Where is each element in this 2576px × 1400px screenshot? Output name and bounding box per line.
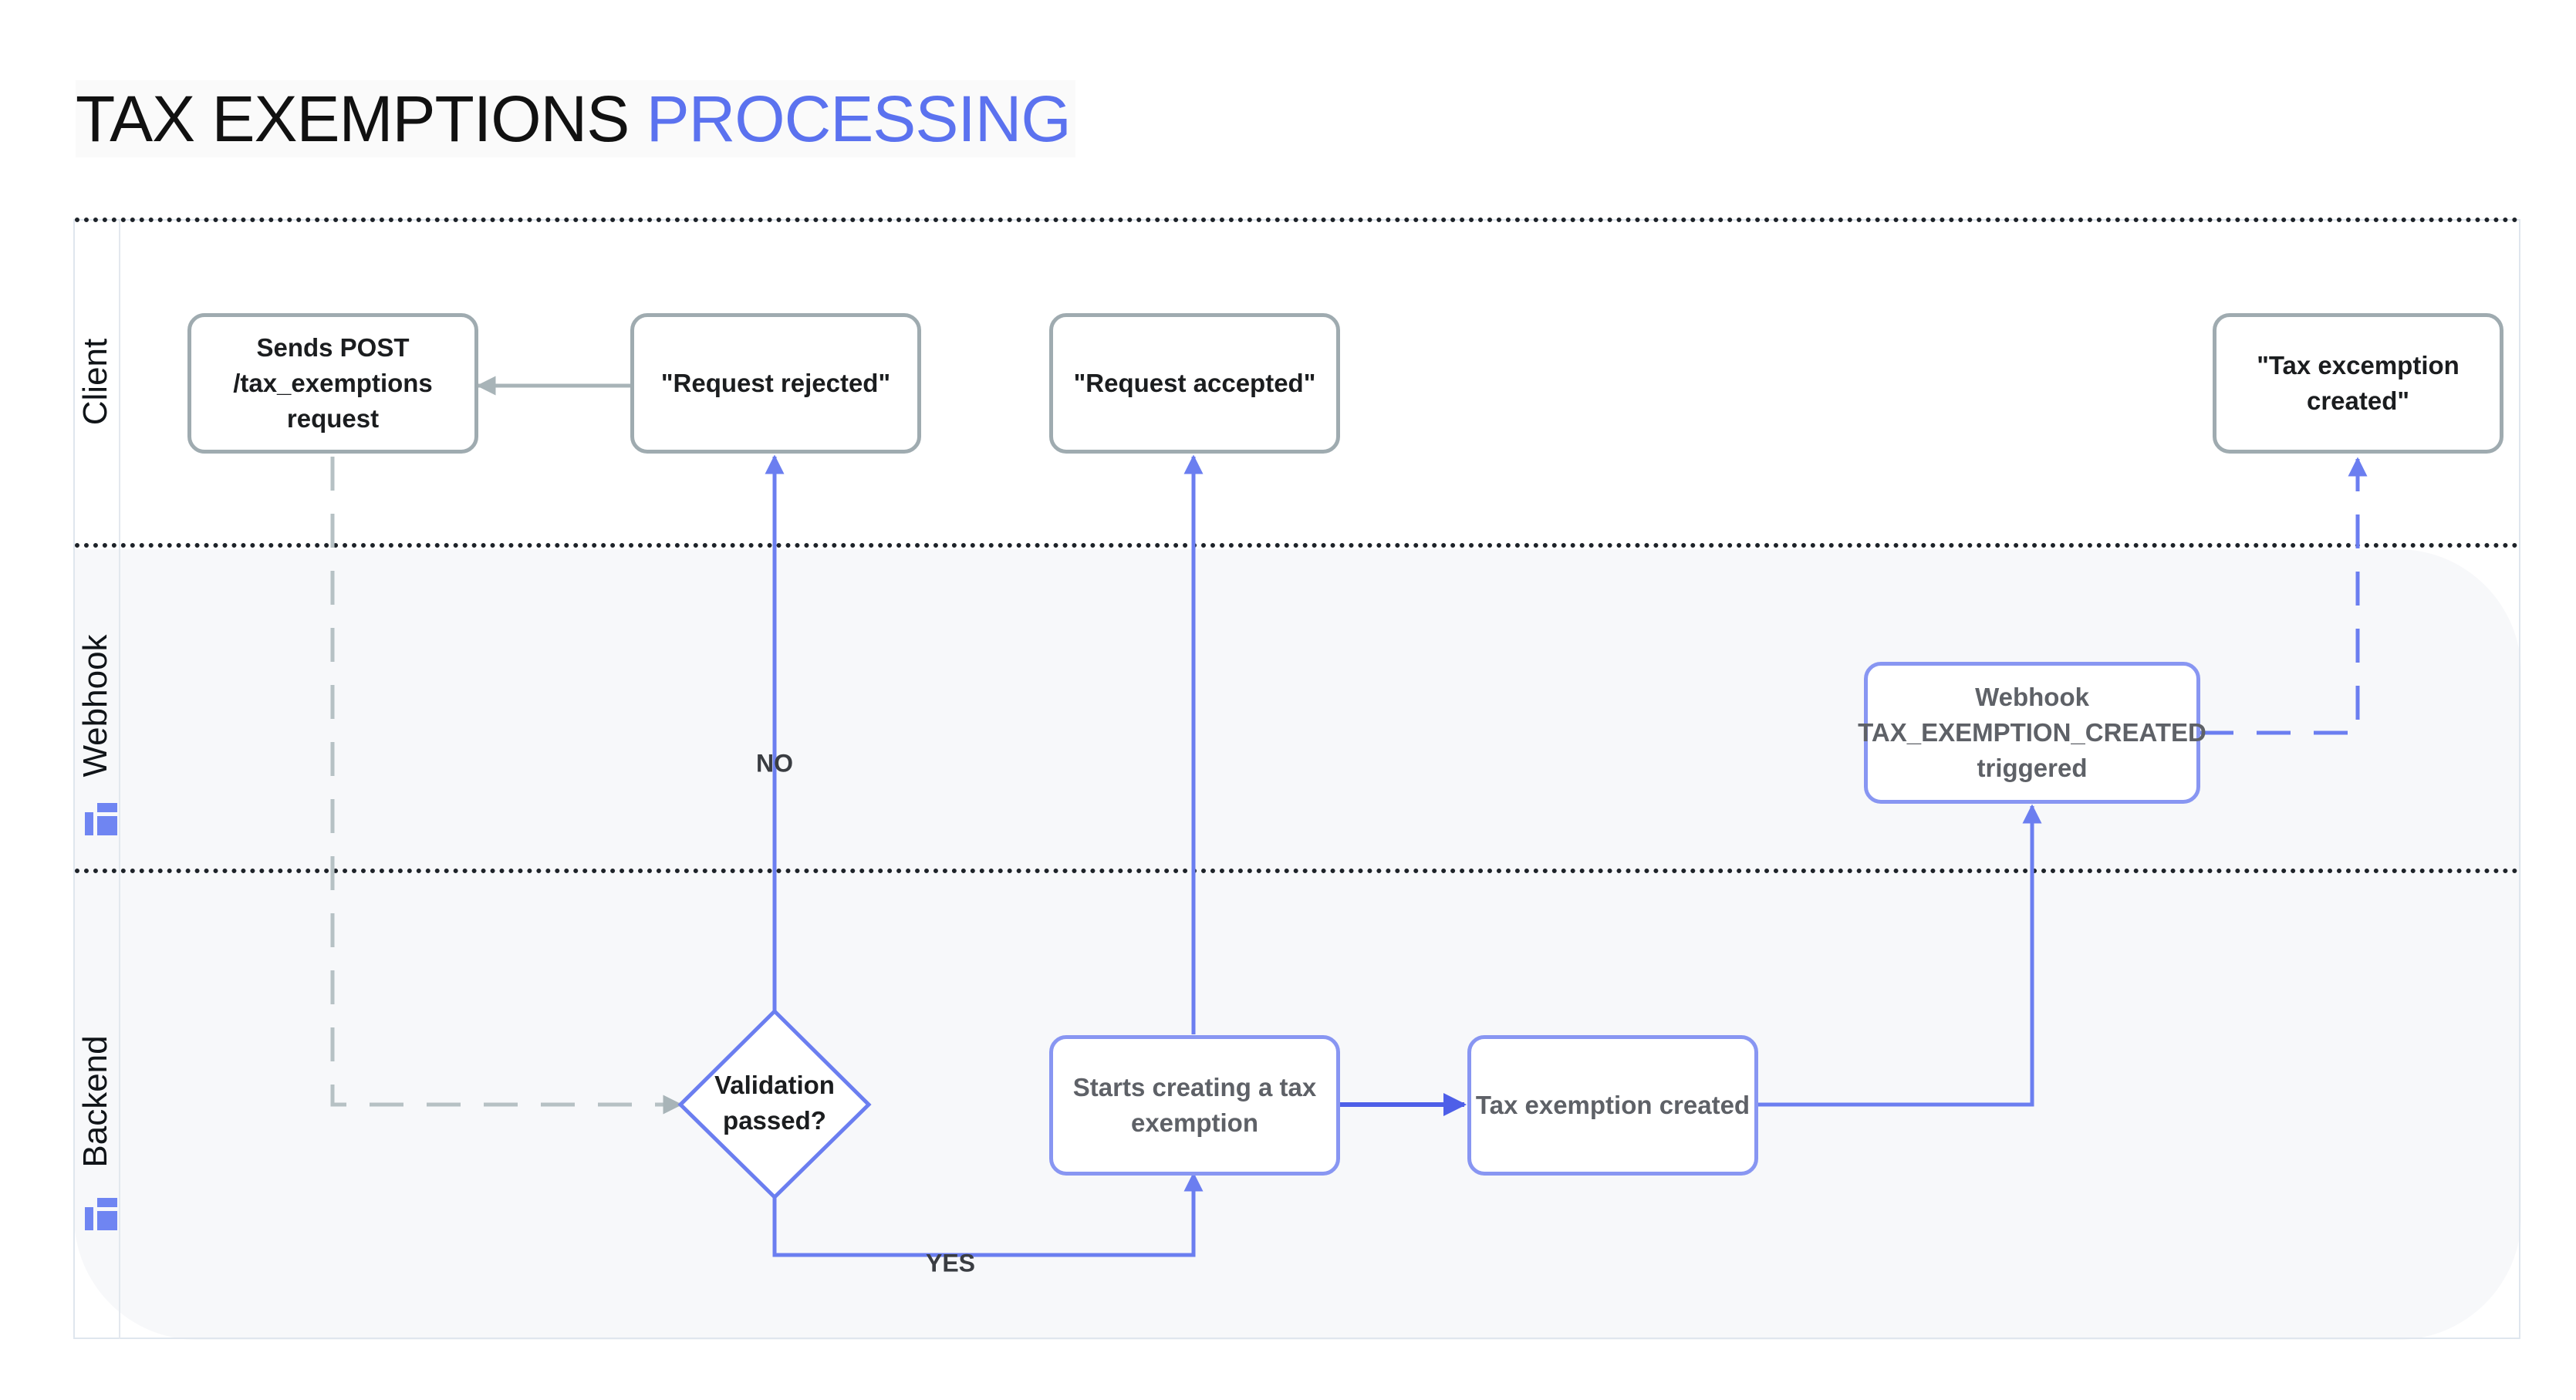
- node-validation: Validation passed?: [697, 1068, 852, 1139]
- edge-label-no: NO: [756, 749, 793, 778]
- lane-label-divider: [119, 219, 120, 1339]
- node-validation-line-2: passed?: [723, 1106, 826, 1135]
- node-sends-post: Sends POST /tax_exemptions request: [187, 313, 478, 454]
- edge-webhook-to-client-created: [2200, 457, 2368, 735]
- lane-divider-top: [75, 218, 2519, 222]
- webhook-lane-stack-icon: [85, 803, 117, 839]
- node-webhook-triggered-line-1: Webhook: [1975, 683, 2089, 711]
- node-validation-line-1: Validation: [714, 1071, 835, 1099]
- node-webhook-triggered-line-2: TAX_EXEMPTION_CREATED: [1858, 718, 2206, 747]
- title-part-2: PROCESSING: [646, 83, 1072, 155]
- node-tax-exception-created-client-line-1: "Tax excemption: [2257, 351, 2460, 380]
- node-tax-exception-created-client: "Tax excemption created": [2213, 313, 2503, 454]
- node-request-accepted: "Request accepted": [1049, 313, 1340, 454]
- node-request-rejected-line-1: "Request rejected": [660, 369, 891, 397]
- node-tax-exemption-created-line-1: Tax exemption created: [1475, 1091, 1751, 1119]
- lane-divider-client-webhook: [75, 543, 2519, 548]
- node-starts-creating-line-2: exemption: [1130, 1108, 1259, 1137]
- node-sends-post-line-3: request: [286, 404, 380, 433]
- node-tax-exemption-created: Tax exemption created: [1467, 1035, 1758, 1176]
- node-request-accepted-line-1: "Request accepted": [1073, 369, 1316, 397]
- node-webhook-triggered-line-3: triggered: [1977, 754, 2088, 782]
- edge-sends-post-to-validation: [330, 457, 683, 1115]
- page-title: TAX EXEMPTIONS PROCESSING: [76, 80, 1075, 157]
- node-starts-creating-line-1: Starts creating a tax: [1072, 1073, 1317, 1101]
- node-sends-post-line-1: Sends POST: [256, 333, 410, 362]
- edge-validation-yes-to-starts-creating: [772, 1172, 1204, 1257]
- edge-created-to-webhook: [1756, 804, 2042, 1107]
- node-request-rejected: "Request rejected": [630, 313, 921, 454]
- node-starts-creating: Starts creating a tax exemption: [1049, 1035, 1340, 1176]
- edge-label-yes: YES: [925, 1249, 976, 1277]
- title-part-1: TAX EXEMPTIONS: [76, 83, 630, 155]
- lane-divider-webhook-backend: [75, 869, 2519, 873]
- node-tax-exception-created-client-line-2: created": [2306, 386, 2410, 415]
- node-webhook-triggered: Webhook TAX_EXEMPTION_CREATED triggered: [1858, 662, 2206, 804]
- node-sends-post-line-2: /tax_exemptions: [233, 369, 433, 397]
- backend-lane-stack-icon: [85, 1198, 117, 1234]
- validation-diamond: [677, 1008, 872, 1200]
